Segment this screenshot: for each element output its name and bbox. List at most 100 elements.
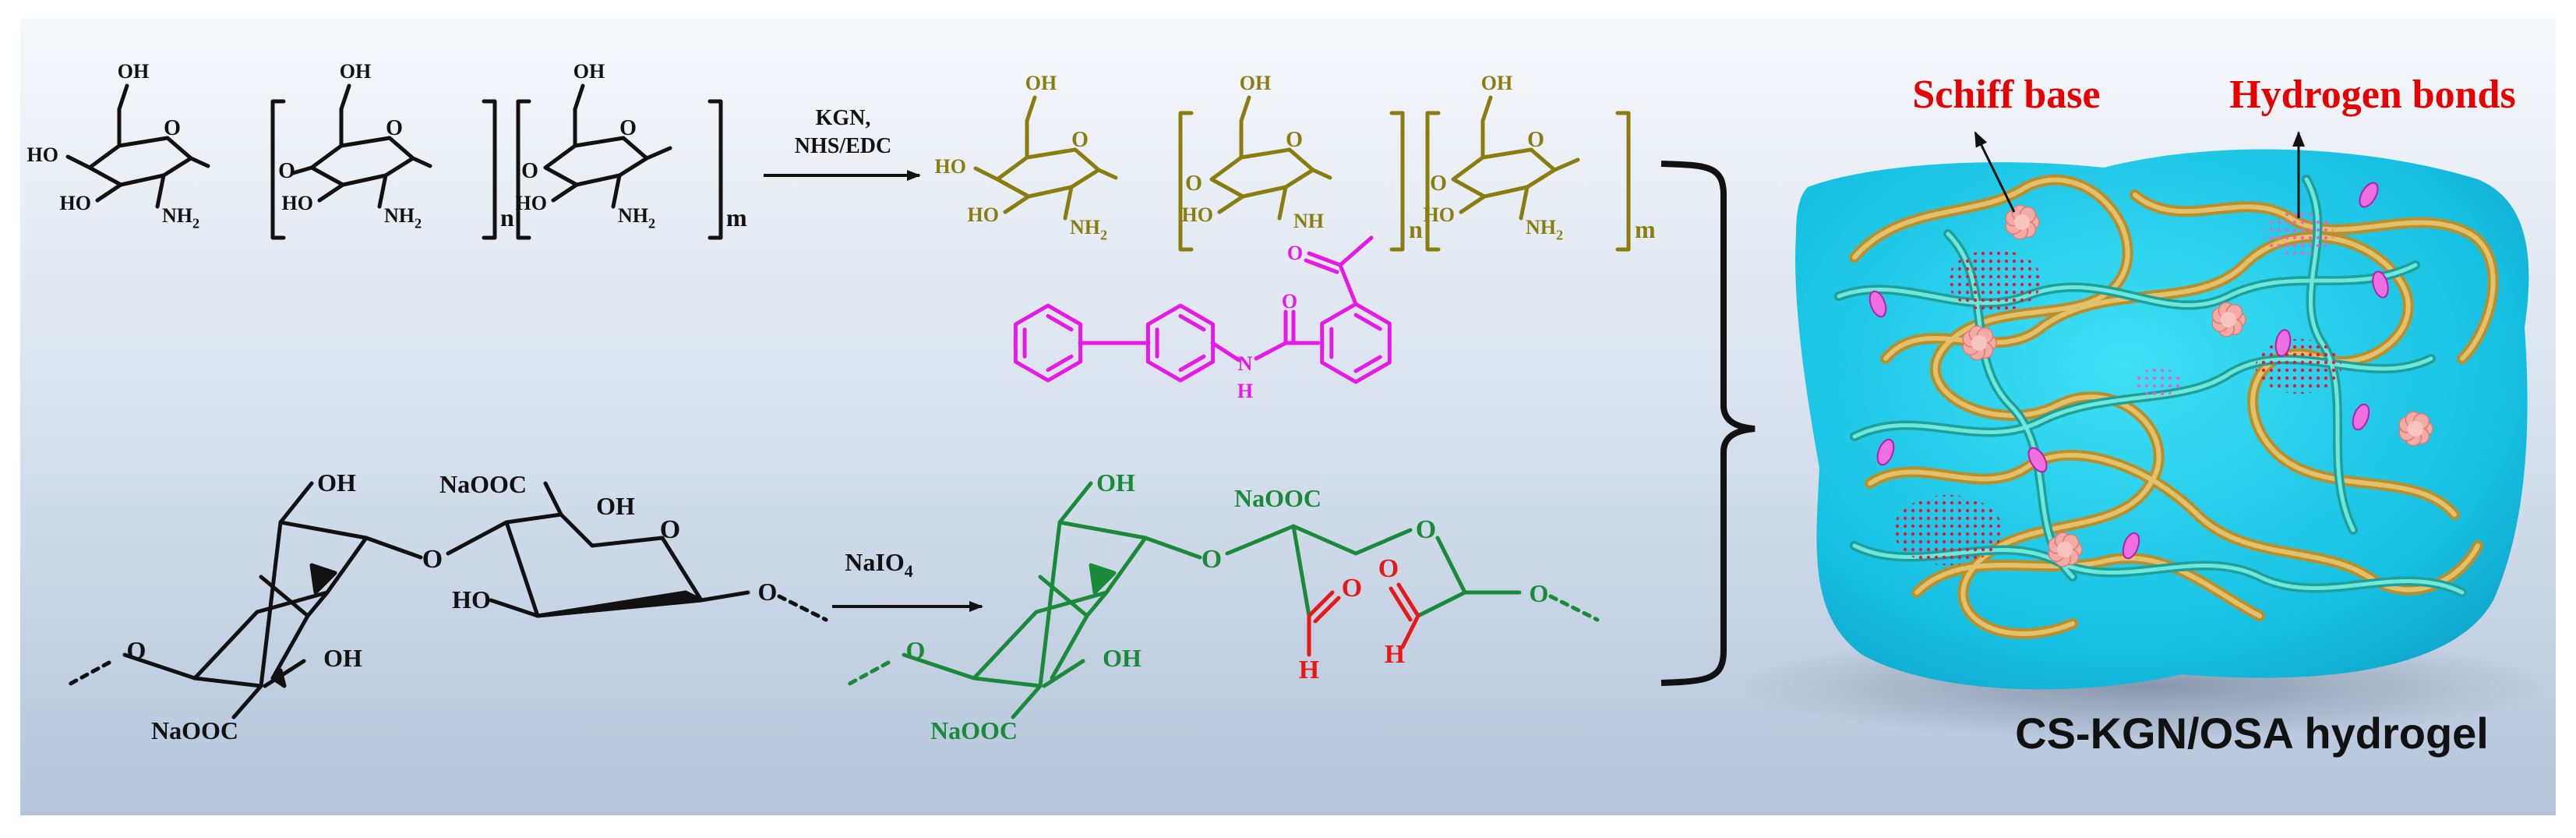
naooc-label-2: NaOOC <box>1234 484 1322 512</box>
terminal-bond <box>1552 157 1580 172</box>
glycosidic-bond <box>1096 168 1118 180</box>
repeat-m-label: m <box>1635 215 1656 243</box>
ring-oxygen-label: O <box>1071 128 1089 152</box>
hydroxyl-label-2: OH <box>323 644 362 672</box>
c-oh-bond-2 <box>263 659 306 688</box>
c2-n-bond <box>1277 185 1288 221</box>
inner-bond <box>1050 613 1089 681</box>
cho-bond-1 <box>1307 590 1335 618</box>
aromatic-double-bond <box>1353 355 1382 373</box>
repeat-bracket <box>1389 111 1405 252</box>
kgn-molecule-0 <box>1868 290 1887 318</box>
c2-n-bond <box>155 173 166 209</box>
ring-oxygen-label: O <box>386 116 403 140</box>
ring-oxygen-label: O <box>1286 128 1303 152</box>
n-carbonyl-bond <box>1254 341 1288 361</box>
cluster-core <box>2408 421 2423 437</box>
c6-oh-bond <box>573 83 585 111</box>
cho-double-1 <box>1313 596 1341 624</box>
subscript-2: 2 <box>1556 227 1563 242</box>
ho-bond <box>489 598 540 618</box>
ring-oxygen-label: O <box>1527 128 1544 152</box>
ether-oxygen: O <box>906 636 926 664</box>
ether-bond <box>902 652 976 681</box>
repeat-bracket <box>516 99 531 240</box>
kgn-molecule-5 <box>2372 270 2389 299</box>
terminal-o-bond <box>699 590 750 603</box>
repeat-n-label: n <box>1409 215 1423 243</box>
amide-h-label: H <box>1237 380 1253 402</box>
kgn-molecule-1 <box>1876 438 1895 466</box>
repeat-m-label: m <box>726 203 747 232</box>
c6-oh-bond <box>339 83 351 111</box>
c3-hydroxyl-label: HO <box>968 203 999 226</box>
carbonyl-2-bond <box>1307 251 1343 267</box>
glycosidic-bond <box>189 156 210 168</box>
inner-bond <box>270 613 310 681</box>
glycosidic-bond <box>364 536 423 560</box>
nh-text: NH <box>1070 216 1100 239</box>
cooh-bond <box>543 481 563 517</box>
c3-oh-bond <box>1459 194 1487 214</box>
naooc-label-2: NaOOC <box>439 470 527 498</box>
chain-continue-2 <box>777 594 828 622</box>
subscript-2: 2 <box>1100 227 1107 242</box>
c2-n-bond <box>611 173 622 209</box>
naio4-reagent: NaIO4 <box>845 548 912 581</box>
repeat-bracket <box>1425 111 1441 252</box>
glycosidic-oxygen: O <box>278 159 295 183</box>
nh-text: NH <box>1526 216 1556 239</box>
cluster-core <box>2057 542 2073 557</box>
kgn-molecule-6 <box>2274 329 2292 357</box>
hydrogen-bonds-annotation: Hydrogen bonds <box>2229 72 2516 117</box>
c3-hydroxyl-label: HO <box>60 192 91 214</box>
c6-hydroxyl-label: OH <box>340 60 371 83</box>
nh-text: NH <box>384 204 415 227</box>
nh-text: NH <box>162 204 192 227</box>
terminal-oxygen: O <box>758 578 778 606</box>
hydroxyl-label: OH <box>1096 469 1135 497</box>
nh2-label: NH2 <box>1526 216 1563 242</box>
chain-bond <box>1225 524 1296 556</box>
c4-oh-bond <box>973 166 1000 182</box>
c4-oh-bond <box>65 154 92 170</box>
reagents-line-1: KGN, <box>816 106 871 130</box>
cho-double-2 <box>1389 586 1413 622</box>
schiff-base-annotation: Schiff base <box>1912 72 2100 117</box>
naooc-label: NaOOC <box>930 716 1018 744</box>
aldehyde-h-1: H <box>1299 656 1319 684</box>
kgn-cluster-node-0 <box>2005 204 2040 240</box>
c6-oh-bond <box>1025 95 1037 123</box>
kgn-molecule-7 <box>2352 403 2370 431</box>
subscript-2: 2 <box>192 215 199 231</box>
c6-hydroxyl-label: OH <box>573 60 605 83</box>
c3-hydroxyl-label: HO <box>1182 203 1213 226</box>
c6-oh-bond <box>1239 95 1251 123</box>
cluster-core <box>2221 312 2236 327</box>
kgn-molecule-2 <box>2027 447 2048 473</box>
chitosan-fiber-highlight-2 <box>1868 452 2480 592</box>
combine-bracket <box>1660 161 1756 686</box>
alginate-fiber-highlight-0 <box>1837 263 2418 308</box>
c2-n-bond <box>1519 185 1530 221</box>
c-oh-bond-2 <box>1042 659 1085 688</box>
ring-oxygen-label: O <box>619 116 637 140</box>
cho-bond-2 <box>1396 582 1420 618</box>
aromatic-double-bond <box>1046 313 1074 332</box>
nh-text: NH <box>618 204 648 227</box>
subscript-2: 2 <box>415 215 422 231</box>
c6-oh-bond <box>117 83 129 111</box>
c6-hydroxyl-label: OH <box>118 60 149 83</box>
kgn-cluster-node-1 <box>1962 325 1997 361</box>
chain-bond-2 <box>1291 524 1358 556</box>
aldehyde-bond-2 <box>1416 590 1467 618</box>
ring-oxygen-label: O <box>164 116 181 140</box>
chitosan-fiber-highlight-3 <box>2133 193 2496 361</box>
glycosidic-oxygen: O <box>422 545 443 574</box>
wedge-bond <box>1089 563 1117 595</box>
phenyl-ring-1 <box>1013 303 1083 383</box>
carbonyl-oxygen-1: O <box>1282 290 1297 313</box>
